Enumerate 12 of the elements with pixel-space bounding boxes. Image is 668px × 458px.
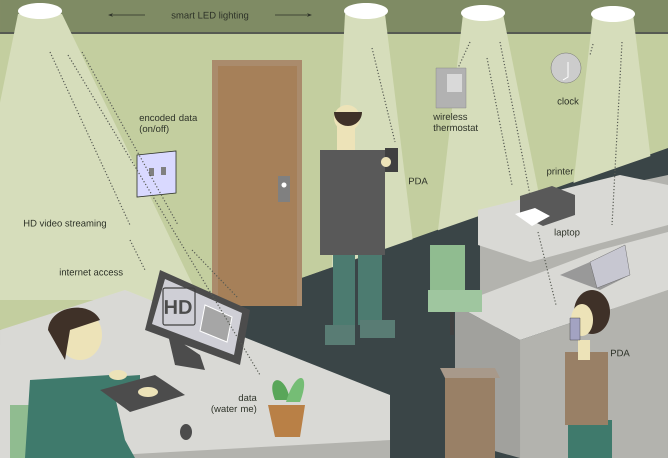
callout-label: data (water me)	[211, 394, 257, 414]
callout-label: HD video streaming	[24, 220, 106, 228]
callout-label: smart LED lighting	[171, 12, 248, 20]
callout-label: PDA	[409, 178, 428, 184]
screen-text: HD	[164, 300, 192, 314]
callout-label: printer	[547, 168, 574, 176]
callout-label: PDA	[611, 350, 630, 356]
callout-label: clock	[558, 98, 579, 104]
callout-label: internet access	[60, 268, 123, 276]
callout-label: wireless thermostat	[433, 113, 478, 131]
callout-label: encoded data (on/off)	[140, 114, 198, 134]
callout-label: laptop	[554, 228, 580, 238]
